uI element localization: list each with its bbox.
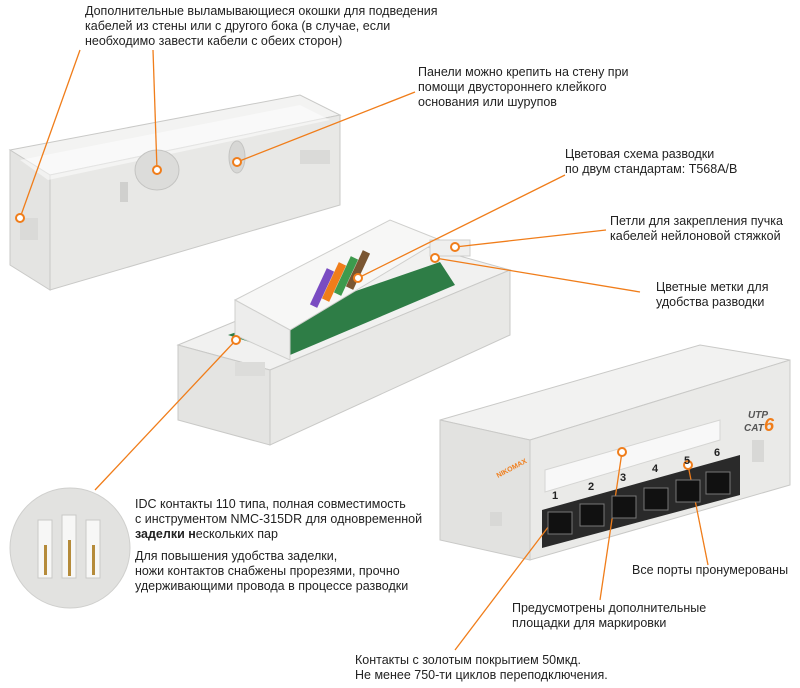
caption-color-scheme: Цветовая схема разводки по двум стандарт… [565,147,738,176]
idc-zoom-image [9,487,131,609]
caption-knockouts: Дополнительные выламывающиеся окошки для… [85,4,438,48]
rj45-port-6 [705,471,731,495]
housing-top-image [8,94,342,291]
caption-idc-line2: с инструментом NMC-315DR для одновременн… [135,512,423,526]
rj45-port-4 [643,487,669,511]
caption-idc-bold: заделки н [135,527,196,541]
port-number-1: 1 [552,490,558,502]
rj45-ports [547,471,731,535]
callout-line-color-scheme [357,174,566,279]
port-number-5: 5 [684,455,690,467]
callout-line-marking-pads [599,451,623,601]
callout-line-idc [94,339,237,491]
rj45-port-1 [547,511,573,535]
badge-number: 6 [764,415,775,435]
badge-line2: CAT [744,423,765,434]
caption-numbered: Все порты пронумерованы [632,563,789,577]
port-number-4: 4 [652,463,659,475]
callout-line-color-marks [434,257,641,293]
port-number-6: 6 [714,447,720,459]
caption-idc-rest: ескольких пар [195,527,278,541]
caption-loops: Петли для закрепления пучка кабелей нейл… [610,214,783,243]
housing-middle-image [176,219,512,446]
rj45-port-3 [611,495,637,519]
housing-bottom-image [439,344,791,561]
caption-marking-pads: Предусмотрены дополнительные площадки дл… [512,601,707,630]
caption-idc-line1: IDC контакты 110 типа, полная совместимо… [135,497,406,511]
port-number-2: 2 [588,481,594,493]
rj45-port-2 [579,503,605,527]
callout-line-gold [454,517,556,651]
caption-idc: IDC контакты 110 типа, полная совместимо… [135,497,435,542]
badge-line1: UTP [748,410,768,421]
callout-line-knockouts-side [19,49,81,219]
rj45-port-5 [675,479,701,503]
caption-gold: Контакты с золотым покрытием 50мкд. Не м… [355,653,608,682]
callout-line-loops [454,229,607,248]
caption-mounting: Панели можно крепить на стену при помощи… [418,65,629,109]
caption-blades: Для повышения удобства заделки, ножи кон… [135,549,409,593]
callout-line-mounting [236,91,416,163]
port-number-3: 3 [620,472,626,484]
caption-color-marks: Цветные метки для удобства разводки [656,280,769,309]
callout-line-knockouts [152,49,158,171]
